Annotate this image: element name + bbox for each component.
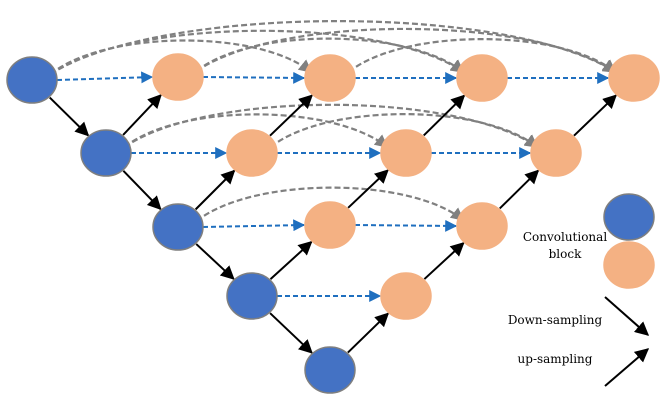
skip-connection-X20-X21: [202, 219, 306, 232]
dense-skip-connection-X00-X04: [50, 20, 617, 75]
up-sampling-arrow-X31-X22: [423, 242, 465, 280]
up-sampling-arrow-X22-X13: [499, 169, 540, 210]
decoder-block-X03: [456, 54, 508, 102]
legend-graphics: [603, 193, 655, 387]
skip-connection-X21-X22: [354, 219, 458, 232]
decoder-block-X02: [304, 54, 356, 102]
decoder-block-X11: [226, 129, 278, 177]
legend-convolutional-block-label: Convolutional block: [520, 229, 610, 263]
up-sampling-arrow-X21-X12: [347, 169, 389, 209]
dense-skip-connection-X01-X04: [196, 27, 617, 73]
down-sampling-arrow-X00-X10: [49, 96, 90, 137]
convolutional-blocks: [6, 53, 660, 394]
encoder-block-X10: [80, 129, 132, 177]
up-sampling-arrow-X11-X02: [269, 94, 314, 137]
up-sampling-arrow-X13-X04: [573, 94, 618, 137]
up-sampling-arrow-X20-X11: [194, 169, 236, 211]
down-sampling-arrow-X20-X30: [195, 243, 235, 280]
down-sampling-arrow-X30-X40: [269, 312, 313, 354]
encoder-block-X00: [6, 56, 58, 104]
up-sampling-arrow-X30-X21: [269, 240, 313, 280]
up-sampling-arrow-X12-X03: [423, 94, 466, 137]
dense-skip-connection-X00-X03: [50, 29, 465, 75]
encoder-block-X40: [304, 346, 356, 394]
legend-conv-line-1: Convolutional: [522, 230, 608, 244]
dense-skip-connection-X20-X22: [196, 186, 465, 222]
down-sampling-arrow-X10-X20: [122, 170, 162, 211]
dense-skip-connection-X11-X13: [270, 113, 539, 148]
skip-connection-X01-X02: [202, 71, 306, 84]
legend-conv-line-2: block: [548, 247, 582, 261]
decoder-block-X31: [380, 272, 432, 320]
legend-decoder-swatch: [603, 241, 655, 289]
decoder-block-X12: [380, 129, 432, 177]
dense-skip-connections: [50, 20, 617, 222]
up-sampling-arrow-X10-X01: [122, 94, 162, 136]
up-sampling-arrow-X40-X31: [347, 312, 390, 354]
decoder-block-X21: [304, 201, 356, 249]
encoder-block-X30: [226, 272, 278, 320]
decoder-block-X04: [608, 54, 660, 102]
decoder-block-X13: [530, 129, 582, 177]
legend-encoder-swatch: [603, 193, 655, 241]
decoder-block-X01: [152, 53, 204, 101]
legend-down-sampling-label: Down-sampling: [507, 313, 603, 327]
encoder-block-X20: [152, 203, 204, 251]
legend-down-sampling-arrow: [604, 296, 650, 336]
legend-up-sampling-arrow: [604, 348, 650, 387]
legend-up-sampling-label: up-sampling: [517, 352, 593, 366]
dense-skip-connection-X02-X04: [348, 38, 617, 73]
decoder-block-X22: [456, 202, 508, 250]
sampling-arrows: [49, 94, 618, 354]
skip-connection-X00-X01: [56, 71, 154, 84]
dense-skip-connection-X10-X13: [124, 103, 539, 148]
skip-connections: [56, 71, 610, 302]
